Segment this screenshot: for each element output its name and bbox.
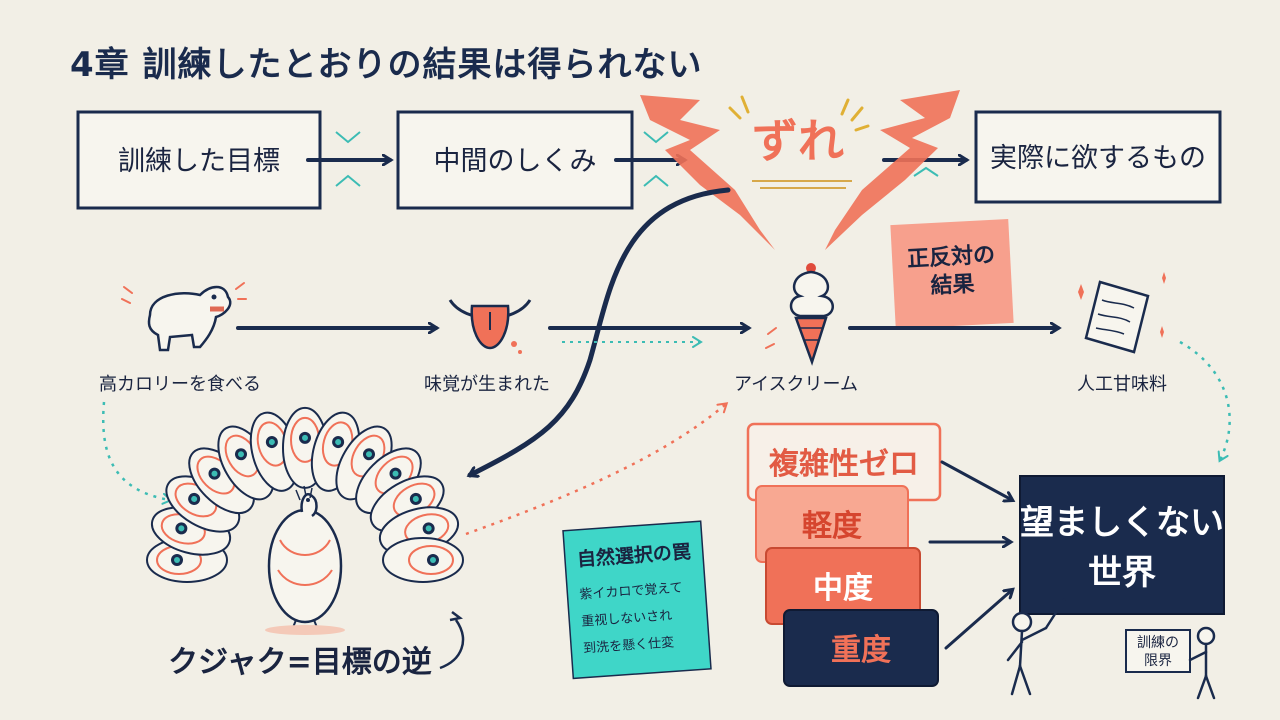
box-trained-goal-label: 訓練した目標 [118, 146, 280, 177]
card-medium-label: 中度 [813, 571, 873, 606]
sticky-natural-item-1: 紫イカロで覚えて [579, 581, 683, 603]
card-light-label: 軽度 [802, 509, 862, 544]
sticky-opposite-result: 正反対の 結果 [890, 218, 1014, 330]
coral-dotted-peacock-to-icecream [465, 402, 729, 536]
limits-sign-line2: 限界 [1144, 653, 1172, 669]
presenter-figure-icon [1006, 598, 1066, 696]
sticky-opposite-line1: 正反対の [907, 243, 996, 273]
card-complexity-zero: 複雑性ゼロ [746, 422, 942, 502]
card-light: 軽度 [755, 485, 909, 563]
undesirable-world-board: 望ましくない 世界 [1019, 475, 1225, 615]
label-calorie: 高カロリーを食べる [99, 374, 261, 395]
page-title: 4章 訓練したとおりの結果は得られない [70, 45, 703, 85]
label-sweetener: 人工甘味料 [1077, 374, 1167, 395]
zure-splash: ずれ [640, 90, 960, 250]
bear-icon [121, 282, 247, 352]
box-actual-want: 実際に欲するもの [974, 110, 1222, 204]
box-mechanism: 中間のしくみ [396, 110, 634, 210]
sticky-opposite-line2: 結果 [930, 271, 975, 299]
label-taste: 味覚が生まれた [424, 374, 550, 395]
card-heavy-label: 重度 [831, 633, 891, 668]
box-trained-goal: 訓練した目標 [76, 110, 322, 210]
teal-chevrons-1 [335, 131, 939, 187]
world-line-2: 世界 [1088, 553, 1156, 593]
peacock-pointer-head [449, 611, 463, 622]
limits-figure-icon: 訓練の 限界 [1125, 626, 1216, 700]
sticky-natural-item-3: 到洗を懸く仕変 [583, 634, 675, 656]
zure-label: ずれ [752, 114, 844, 168]
arrow-heavy-to-world [944, 590, 1012, 650]
card-complexity-zero-label: 複雑性ゼロ [769, 447, 919, 482]
world-line-1: 望ましくない [1020, 503, 1224, 543]
peacock-pointer-curve [439, 619, 465, 670]
teal-dotted-calorie-to-peacock [102, 401, 173, 505]
icecream-icon [765, 263, 834, 366]
label-icecream: アイスクリーム [734, 374, 858, 395]
peacock-feathers [146, 406, 464, 583]
box-actual-want-label: 実際に欲するもの [990, 143, 1206, 174]
sticky-natural-item-2: 重视しないされ [581, 607, 673, 629]
teal-dotted-sweetener-to-world [1179, 340, 1231, 463]
tongue-icon [448, 299, 532, 354]
arrow-zure-to-peacock [470, 187, 731, 475]
limits-sign-line1: 訓練の [1137, 635, 1179, 651]
box-mechanism-label: 中間のしくみ [433, 146, 596, 177]
arrow-zero-to-world [940, 460, 1012, 500]
peacock-feather [382, 537, 464, 583]
card-heavy: 重度 [783, 609, 939, 687]
sweetener-packet-icon [1078, 272, 1166, 354]
peacock-icon [146, 406, 464, 635]
sticky-natural-selection: 自然選択の罠 紫イカロで覚えて 重视しないされ 到洗を懸く仕変 [562, 520, 712, 680]
peacock-label: クジャク=目標の逆 [168, 645, 432, 680]
